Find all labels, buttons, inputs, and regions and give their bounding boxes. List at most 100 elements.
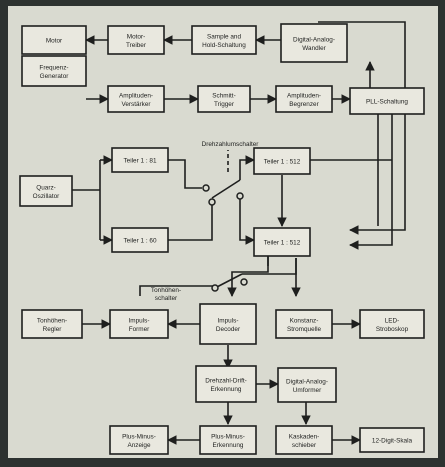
wire-loop-inner [349,112,393,250]
block-frame [111,147,169,173]
block-label: Quarz- [36,184,56,191]
block-frame [253,147,311,175]
block-label: Teiler 1 : 512 [264,240,301,247]
block-label: Wandler [302,45,326,52]
block-label: Plus-Minus- [211,433,245,440]
block-frame [107,85,165,113]
block-led-stroboskop: LED-Stroboskop [359,309,425,339]
block-label: Erkennung [211,386,242,393]
block-kaskaden-schieber: Kaskaden-schieber [275,425,333,455]
switch-contact-81 [202,184,210,192]
wire-teiler60-out [168,205,213,241]
block-plus-minus-anzeige: Plus-Minus-Anzeige [109,425,169,455]
block-frame [359,427,425,453]
block-label: Sample and [207,33,242,40]
block-frame [19,175,73,207]
block-label: Begrenzer [289,101,319,108]
block-label: Treiber [126,42,147,49]
wire-switch-to-512b [239,198,255,245]
block-plus-minus-erkennung: Plus-Minus- Erkennung [199,425,257,455]
block-teiler-512a: Teiler 1 : 512 [253,147,311,175]
block-label: Generator [40,73,70,80]
block-label: Regler [43,326,63,333]
block-motor: Motor [21,25,87,55]
block-digital-analog-wandler: Digital-Analog- Wandler [280,23,348,63]
block-label: Frequenz- [39,64,68,71]
block-label: Former [129,326,150,333]
tonhoehen-contact-a [211,284,219,292]
block-teiler-60: Teiler 1 : 60 [111,227,169,253]
block-teiler-512b: Teiler 1 : 512 [253,227,311,257]
block-label: Tonhöhen- [37,317,67,324]
block-label: Hold-Schaltung [202,42,246,49]
block-konstanz-stromquelle: Konstanz- Stromquelle [275,309,333,339]
block-impuls-former: Impuls- Former [109,309,169,339]
wire-loop-outer [318,21,406,235]
switch-contact-60 [208,198,216,206]
block-label: LED- [385,317,400,324]
block-frame [253,227,311,257]
block-frame [275,309,333,339]
block-label: Verstärker [121,101,151,108]
wire-switch-to-512a [239,155,255,180]
block-pll-schaltung: PLL-Schaltung [349,87,425,115]
wire-tonhoehen-up [139,285,215,296]
block-label: Decoder [216,326,241,333]
block-label: Konstanz- [290,317,319,324]
block-amplituden-begrenzer: Amplituden- Begrenzer [275,85,333,113]
block-frame [21,55,87,87]
block-motor-treiber: Motor- Treiber [107,25,165,55]
block-amplituden-verstaerker: Amplituden- Verstärker [107,85,165,113]
block-label: Motor- [127,33,145,40]
block-label: Digital-Analog- [293,36,335,43]
switch-contacts [202,184,248,292]
block-frequenz-generator: Frequenz- Generator [21,55,87,87]
block-teiler-81: Teiler 1 : 81 [111,147,169,173]
block-label: Teiler 1 : 512 [264,159,301,166]
block-frame [349,87,425,115]
block-label: Kaskaden- [289,433,320,440]
tonhoehen-contact-b [240,278,248,286]
block-label: Stromquelle [287,326,322,333]
wire-switch-blade [211,179,241,199]
switch-contact-common [236,192,244,200]
block-tonhoehen-regler: Tonhöhen- Regler [21,309,83,339]
block-frame [195,365,257,403]
block-frame [280,23,348,63]
block-label: Erkennung [213,442,244,449]
block-frame [359,309,425,339]
block-label: Amplituden- [287,92,321,99]
block-frame [107,25,165,55]
block-label: Teiler 1 : 60 [123,238,156,245]
block-label: Anzeige [127,442,151,449]
connection-lines [72,21,406,445]
block-label: Drehzahl-Drift- [205,377,247,384]
block-frame [109,309,169,339]
block-impuls-decoder: Impuls- Decoder [199,303,257,345]
tonhoehenschalter-label: Tonhöhen- [151,287,181,294]
tonhoehenschalter-label: schalter [155,295,178,302]
block-label: Impuls- [129,317,150,324]
block-label: 12-Digit-Skala [372,438,413,445]
block-frame [197,85,251,113]
block-frame [109,425,169,455]
block-frame [199,303,257,345]
block-frame [111,227,169,253]
block-label: Oszillator [33,193,61,200]
wire-quarz-split [72,160,101,240]
block-frame [199,425,257,455]
block-label: Digital-Analog- [286,378,328,385]
block-label: PLL-Schaltung [366,99,408,106]
block-label: Umformer [293,387,322,394]
block-label: Motor [46,38,63,45]
block-label: Teiler 1 : 81 [123,158,156,165]
block-frame [275,85,333,113]
block-label: Amplituden- [119,92,153,99]
block-label: Impuls- [218,317,239,324]
block-label: Schmitt- [212,92,235,99]
block-frame [191,25,257,55]
